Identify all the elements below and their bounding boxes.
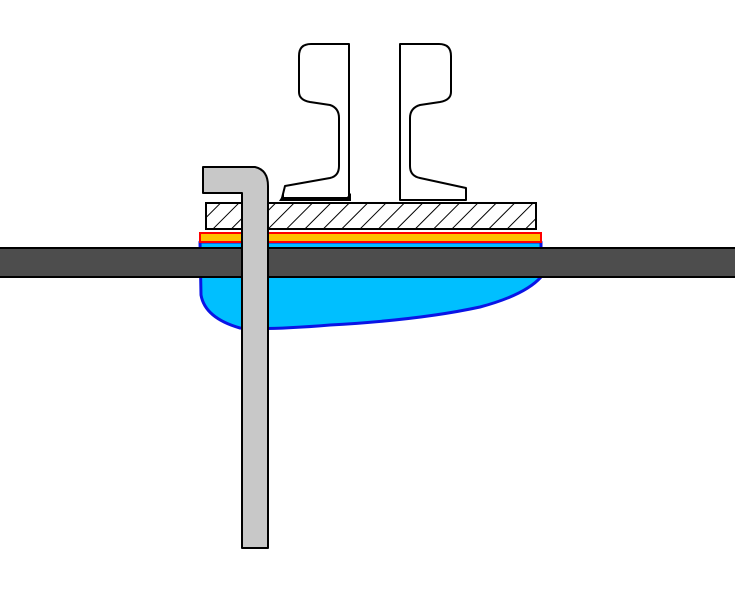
- rail-left-base-shim: [279, 193, 351, 201]
- rail-left: [281, 43, 350, 199]
- hook-bolt: [202, 166, 269, 549]
- rail-right: [399, 43, 467, 201]
- elastic-pad: [199, 232, 542, 243]
- support-beam: [0, 247, 735, 278]
